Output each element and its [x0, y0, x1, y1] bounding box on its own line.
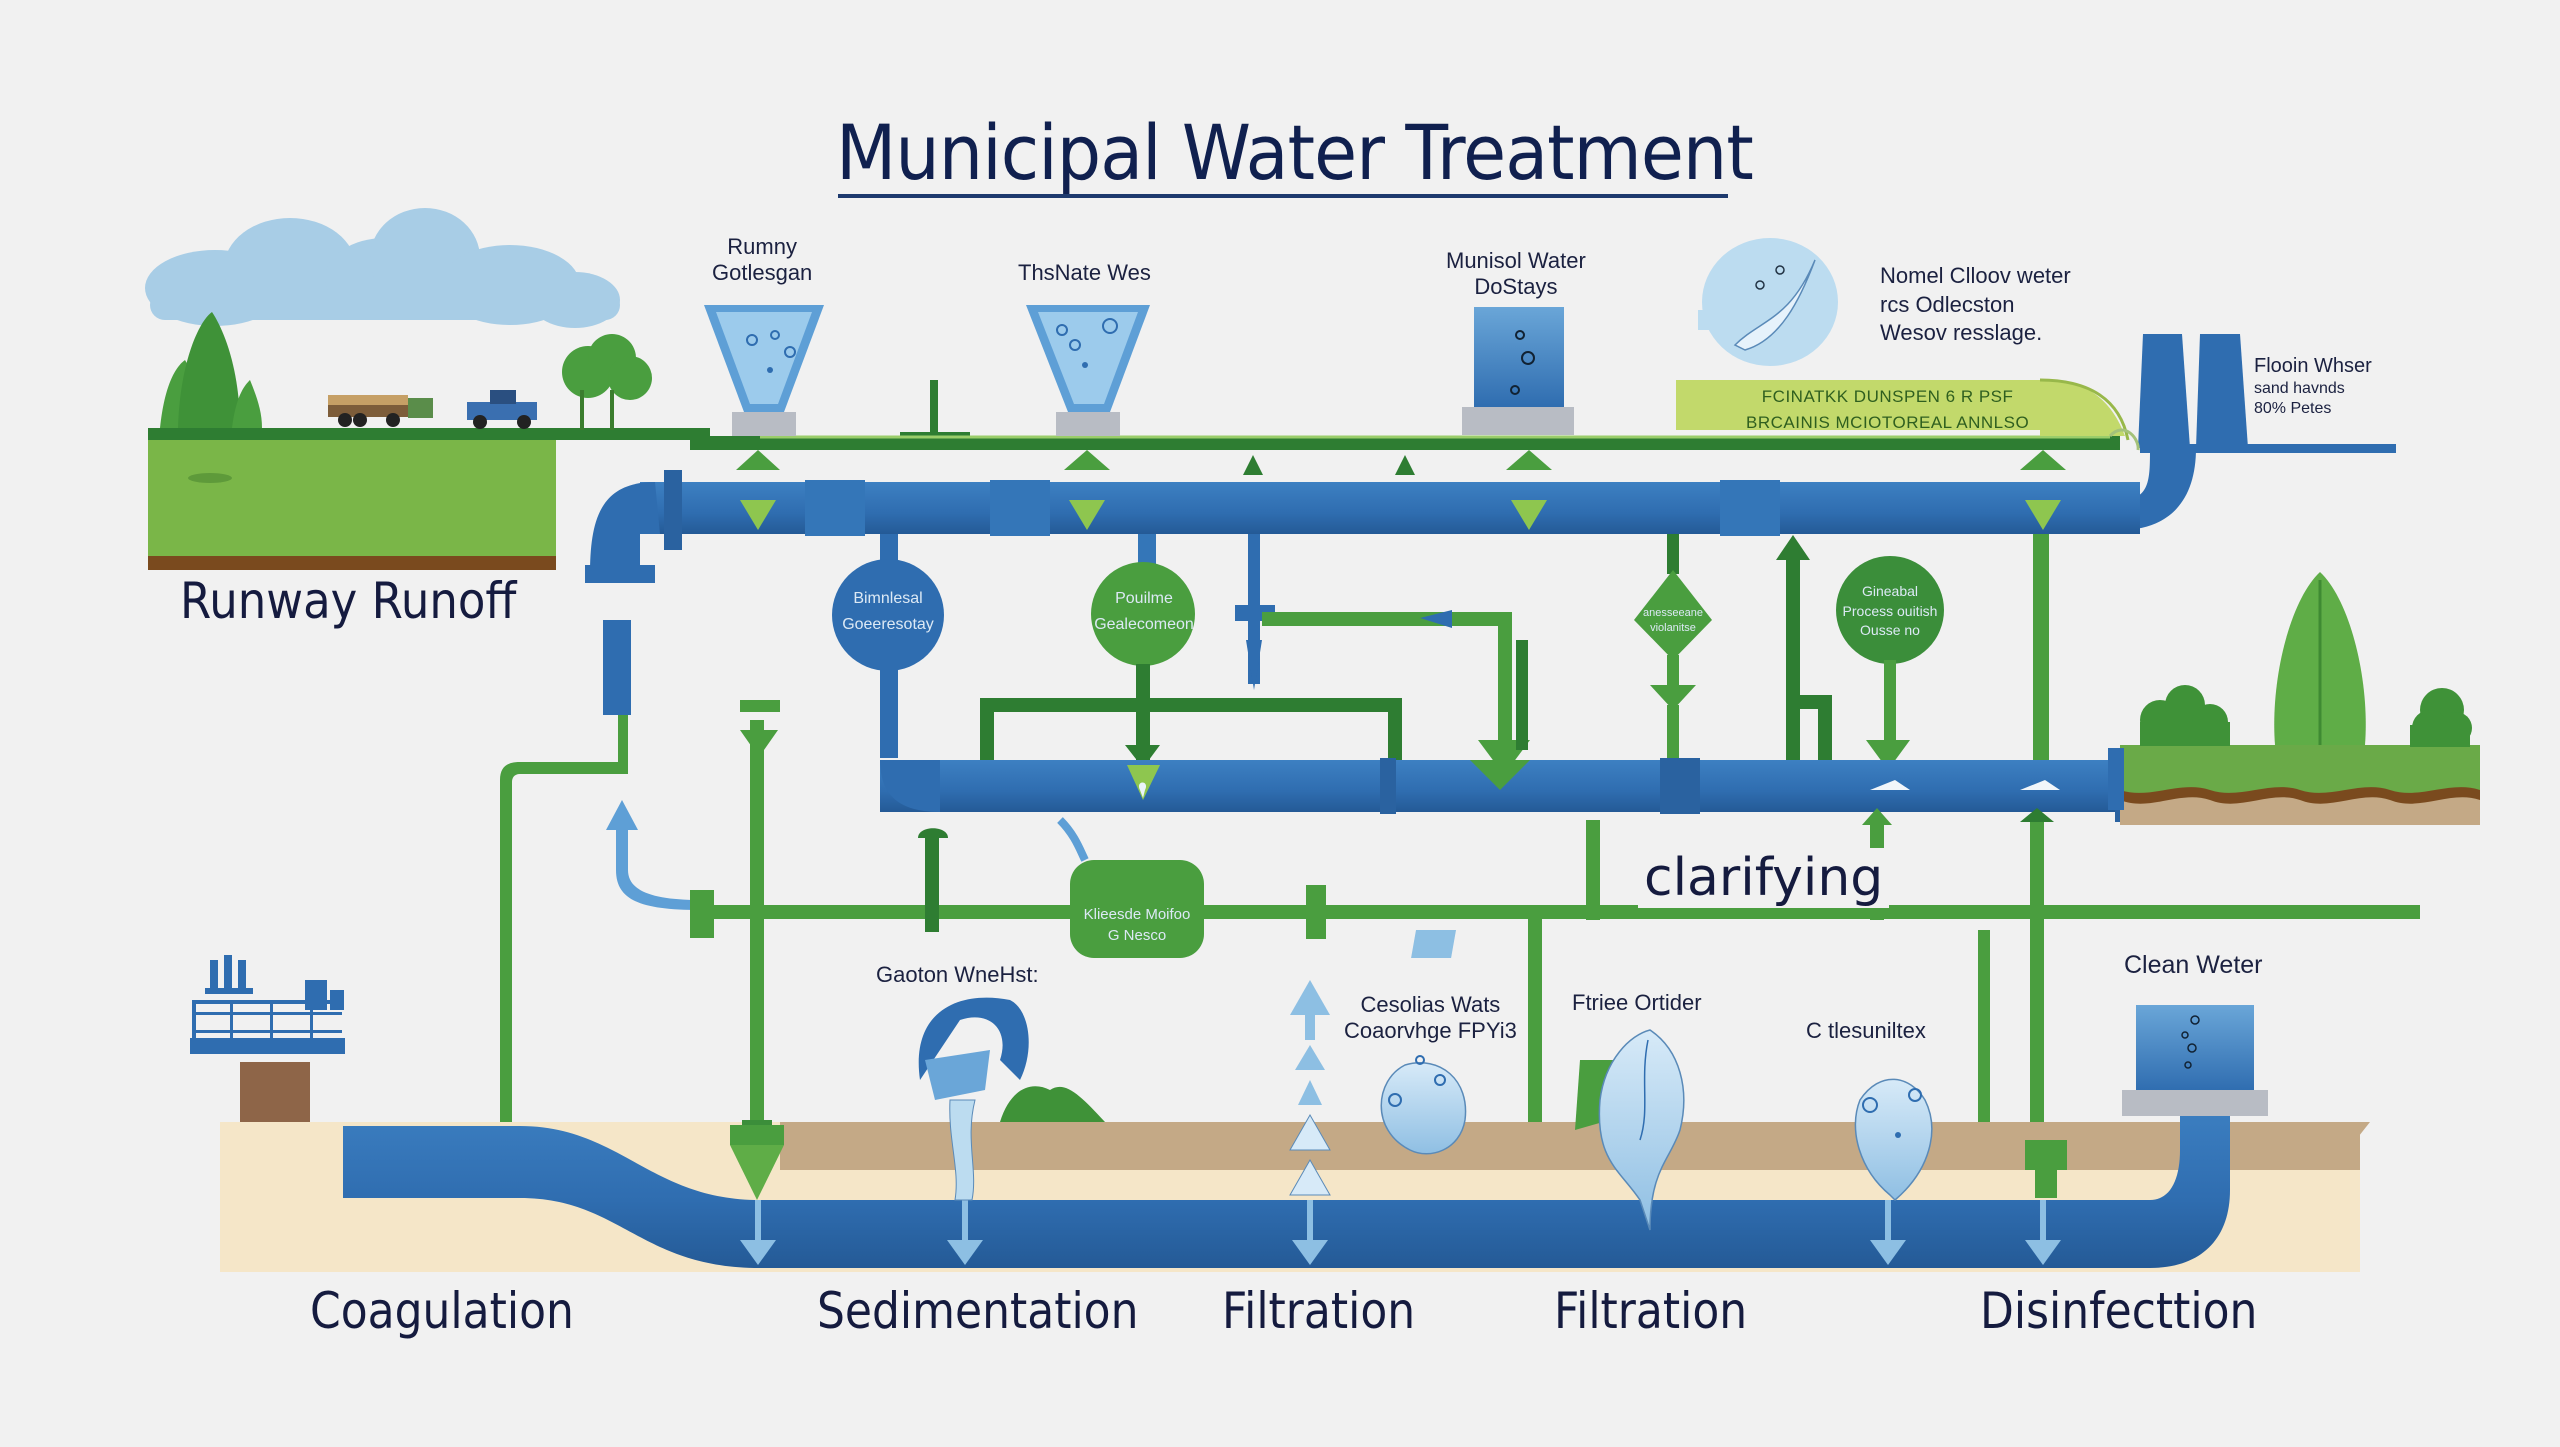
node-label-line: anesseeane: [1643, 607, 1703, 619]
arrow-left-icon: [1420, 610, 1452, 628]
stage-label-filtration: Filtration: [1222, 1282, 1416, 1340]
settling-hopper: [1026, 305, 1150, 436]
banner-text: FCINATKK DUNSPEN 6 R PSF BRCAINIS MCIOTO…: [1746, 384, 2029, 435]
tree-icon: [562, 334, 652, 430]
platform-base: [240, 1062, 310, 1122]
note-label-line: rcs Odlecston: [1880, 291, 2015, 317]
middle-blue-pipe: [880, 748, 2131, 822]
gaoton-label: Gaoton WneHst:: [876, 962, 1039, 987]
node-label-line: Pouilme: [1115, 590, 1173, 607]
upper-blue-pipe: [585, 470, 2140, 583]
collection-label-line: Gotlesgan: [712, 260, 813, 286]
clean-water-tank: [2122, 1005, 2268, 1116]
garden-bed: [2108, 745, 2480, 825]
mixer-label: Klieesde Moifoo G Nesco: [1072, 904, 1202, 946]
arrow-down-icon: [740, 1200, 2061, 1265]
municipal-water-tank: [1462, 307, 1574, 435]
note-label-line: Wesov resslage.: [1880, 320, 2043, 346]
node-label-line: Klieesde Moifoo: [1083, 906, 1191, 923]
side-pipe: [1776, 535, 1832, 760]
tree-icon: [160, 312, 262, 428]
pickup-truck-icon: [467, 390, 537, 429]
node-blue-label: Bimnlesal Goeeresotay: [836, 586, 940, 637]
runoff-field: [148, 428, 708, 570]
banner-line: FCINATKK DUNSPEN 6 R PSF: [1761, 387, 2014, 406]
tank2-label: ThsNate Wes: [1018, 260, 1151, 285]
upflow-arrows-icon: [1289, 980, 1331, 1196]
banner-line: BRCAINIS MCIOTOREAL ANNLSO: [1746, 412, 2030, 432]
truck-icon: [328, 395, 433, 427]
process-node-blue: [832, 559, 944, 671]
valve-icon: [736, 450, 2066, 530]
source-label: Runway Runoff: [180, 572, 517, 630]
inflow-stream: [1057, 817, 1089, 862]
cesoliss-label: Cesolias Wats Coaorvhge FPYi3: [1344, 992, 1517, 1045]
municipal-label: Munisol Water DoStays: [1446, 248, 1586, 301]
cesoliss-label-line: Cesolias Wats: [1360, 992, 1501, 1017]
flow-water-label: Flooin Whser sand havnds 80% Petes: [2254, 354, 2372, 419]
main-bottom-pipe: [343, 1100, 2230, 1268]
node-green-label: Pouilme Gealecomeon: [1092, 586, 1196, 637]
arrow-down-icon: [1125, 745, 1160, 768]
green-stand-arrow: [2025, 1140, 2067, 1198]
node-label-line: violanitse: [1650, 622, 1696, 635]
process-label-clarifying: clarifying: [1638, 848, 1890, 908]
water-drop-icon: [1380, 1055, 1467, 1155]
stage-label-filtration-2: Filtration: [1554, 1282, 1748, 1340]
water-drop-icon: [1854, 1078, 1933, 1202]
shrub-icon: [1000, 1086, 1105, 1122]
municipal-label-line: DoStays: [1474, 274, 1558, 300]
cloud-icon: [145, 208, 620, 328]
diamond-node: [1634, 534, 1712, 765]
node-label-line: Ousse no: [1860, 622, 1920, 639]
cleasunitex-label: C tlesuniltex: [1806, 1018, 1926, 1043]
node-label-line: Goeeresotay: [842, 615, 934, 633]
blue-valve: [1235, 534, 1275, 690]
swirl-water-icon: [918, 997, 1029, 1201]
node-green2-label: Gineabal Process ouitish Ousse no: [1838, 582, 1942, 641]
note-label: Nomel Clloov weter rcs Odlecston Wesov r…: [1880, 262, 2071, 348]
node-label-line: G Nesco: [1107, 927, 1167, 944]
municipal-label-line: Munisol Water: [1446, 248, 1586, 273]
flow-water-line: 80% Petes: [2254, 400, 2332, 417]
treatment-platform-icon: [190, 955, 345, 1054]
blue-block: [1411, 930, 1457, 958]
pipe-arc: [2108, 428, 2140, 451]
note-label-line: Nomel Clloov weter: [1880, 263, 2071, 288]
process-node-green: [1091, 562, 1195, 666]
info-banner: [1676, 378, 2130, 441]
page-title: Municipal Water Treatment: [836, 108, 1754, 197]
flow-water-line: Flooin Whser: [2254, 355, 2372, 377]
blue-standpipe: [603, 620, 631, 715]
clean-water-label: Clean Weter: [2124, 951, 2263, 979]
cesoliss-label-line: Coaorvhge FPYi3: [1344, 1018, 1517, 1044]
stage-label-coagulation: Coagulation: [310, 1282, 574, 1340]
water-drop-icon: [1575, 1029, 1685, 1231]
collection-label: Rumny Gotlesgan: [712, 234, 812, 287]
node-diamond-label: anesseeane violanitse: [1633, 606, 1713, 637]
node-label-line: Gineabal: [1861, 583, 1919, 599]
stage-label-disinfection: Disinfecttion: [1980, 1282, 2258, 1340]
green-loop-pipe: [980, 640, 1528, 810]
node-label-line: Process ouitish: [1842, 602, 1938, 619]
collection-hopper: [704, 305, 824, 436]
pipe-drop: [880, 668, 898, 758]
collection-label-line: Rumny: [727, 234, 797, 259]
riser-pipe: [2033, 534, 2049, 774]
flow-water-line: sand havnds: [2254, 380, 2345, 397]
node-label-line: Bimnlesal: [853, 590, 923, 607]
stage-label-sedimentation: Sedimentation: [817, 1282, 1139, 1340]
green-funnel-arrow: [730, 1120, 784, 1200]
title-underline: [838, 194, 1728, 198]
shrub-icon: [2140, 685, 2472, 747]
ftriee-label: Ftriee Ortider: [1572, 990, 1702, 1015]
node-label-line: Gealecomeon: [1094, 615, 1194, 633]
left-green-pipe: [500, 715, 700, 1125]
water-drop-circle-icon: [1698, 238, 1838, 366]
flow-mixer: [918, 828, 1204, 958]
process-node-green-2: [1836, 556, 1944, 770]
